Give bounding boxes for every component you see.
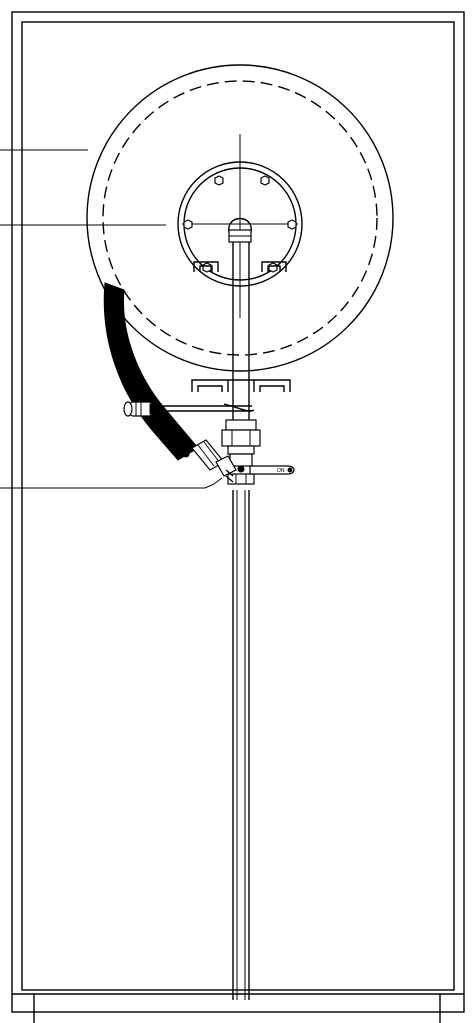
- valve-handle-knob: [287, 467, 293, 473]
- cabinet-outer-edge: [11, 11, 465, 1013]
- reel-drum-outer-ring: [86, 64, 394, 372]
- valve-lever-arm: [159, 433, 185, 453]
- hub-bracket-left: [193, 261, 219, 272]
- nozzle-holder: [158, 403, 255, 412]
- hose-nozzle: [123, 401, 159, 417]
- angled-valve-outlet: [215, 455, 237, 477]
- swivel-elbow: [228, 217, 252, 233]
- cabinet-frame: [11, 11, 465, 1023]
- reel-hub: [177, 134, 303, 318]
- valve-lever-pivot: [182, 450, 190, 458]
- nozzle-tip: [123, 401, 133, 417]
- main-valve-assembly: ON: [221, 419, 295, 485]
- hub-bolt: [287, 219, 297, 230]
- swivel-joint: [228, 217, 252, 243]
- hub-mounting-bracket: [193, 261, 287, 272]
- valve-collar: [227, 445, 255, 455]
- valve-handle-lever: [249, 465, 295, 475]
- valve-stem: [237, 465, 245, 473]
- hose: [103, 282, 199, 461]
- reel-drum-dashed-ring: [102, 80, 378, 356]
- cabinet-inner-edge: [21, 21, 455, 991]
- valve-leader-stub: [204, 477, 223, 489]
- lower-bracket-right: [253, 379, 291, 392]
- valve-hex-body: [221, 429, 261, 447]
- hub-bolt: [183, 219, 193, 230]
- lower-bracket-left: [191, 379, 229, 392]
- hub-bolt: [260, 175, 270, 186]
- hub-bracket-right: [261, 261, 287, 272]
- supply-pipe: [232, 490, 250, 1000]
- hub-bolt: [214, 175, 224, 186]
- valve-handle: ON: [249, 465, 295, 475]
- angled-valve-band: [197, 444, 215, 467]
- valve-union-nut: [225, 419, 257, 431]
- reel-drum: [86, 64, 394, 372]
- hose-body: [103, 282, 199, 461]
- hub-bolts: [183, 175, 297, 273]
- hub-bolt: [202, 262, 212, 273]
- valve-on-label: ON: [277, 468, 285, 474]
- valve-lower-nut: [227, 473, 255, 485]
- valve-connector: [225, 469, 234, 483]
- angled-valve-band: [203, 441, 221, 464]
- lower-mounting-bracket: [191, 379, 291, 392]
- nozzle-grip: [149, 403, 159, 415]
- hose-connection-valve: [159, 433, 237, 489]
- hub-bolt: [268, 262, 278, 273]
- reel-arm-pipe: [232, 242, 250, 420]
- nozzle-holder-clip: [223, 403, 255, 412]
- leader-lines: [0, 149, 205, 489]
